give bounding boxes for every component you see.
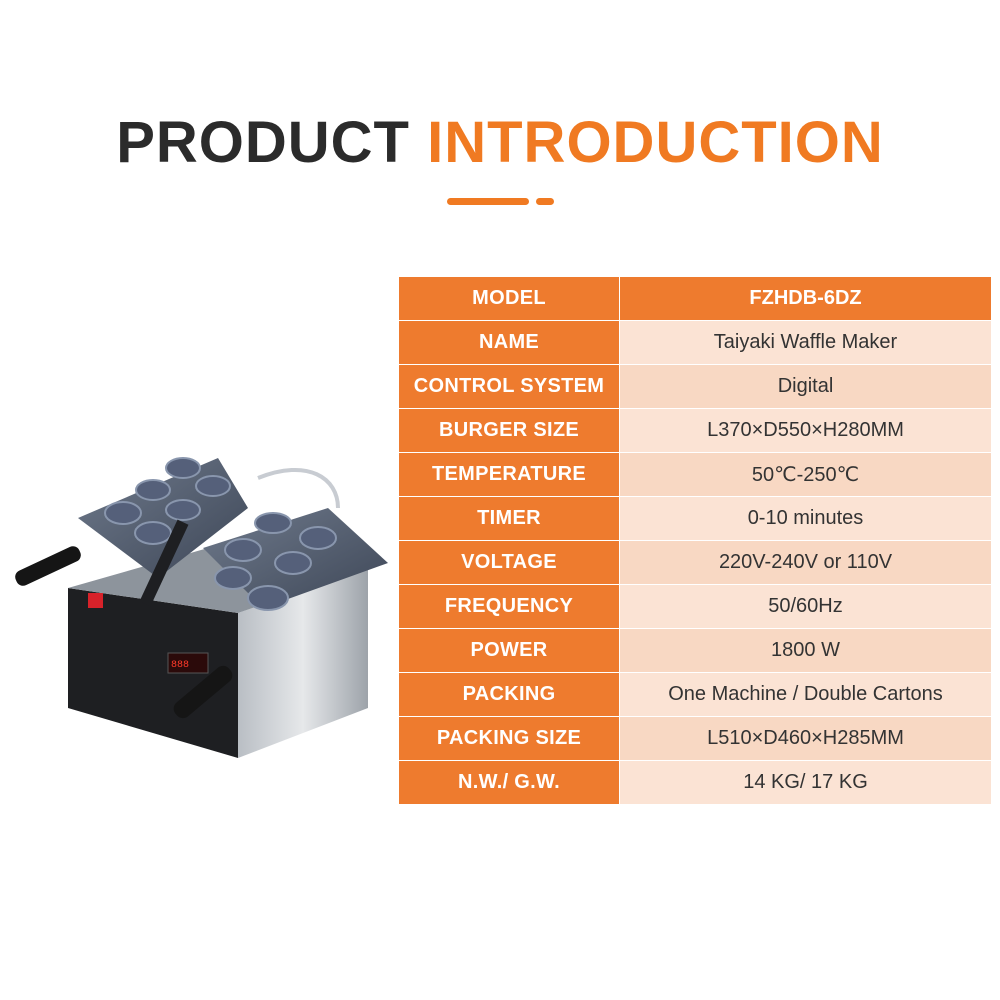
spec-label: NAME [398,320,620,365]
spec-label: CONTROL SYSTEM [398,364,620,409]
spec-label: PACKING [398,672,620,717]
spec-value: One Machine / Double Cartons [619,672,992,717]
spec-value: Taiyaki Waffle Maker [619,320,992,365]
spec-value: 50℃-250℃ [619,452,992,497]
spec-value: 0-10 minutes [619,496,992,541]
spec-label: POWER [398,628,620,673]
spec-label: TEMPERATURE [398,452,620,497]
spec-value: 220V-240V or 110V [619,540,992,585]
spec-label: MODEL [398,276,620,321]
spec-value: L510×D460×H285MM [619,716,992,761]
spec-value: L370×D550×H280MM [619,408,992,453]
spec-label: N.W./ G.W. [398,760,620,805]
spec-row: N.W./ G.W.14 KG/ 17 KG [398,760,992,805]
title-word-product: PRODUCT [116,110,410,175]
title-underline-long [447,198,529,205]
svg-text:888: 888 [171,660,189,671]
spec-value: Digital [619,364,992,409]
spec-label: BURGER SIZE [398,408,620,453]
waffle-maker-image: 888 [15,457,388,758]
title-word-introduction: INTRODUCTION [427,110,884,175]
spec-label: VOLTAGE [398,540,620,585]
title-underline-short [536,198,554,205]
spec-value: 14 KG/ 17 KG [619,760,992,805]
spec-value: 1800 W [619,628,992,673]
spec-label: TIMER [398,496,620,541]
page-title: PRODUCT INTRODUCTION [0,108,1000,178]
spec-value: FZHDB-6DZ [619,276,992,321]
spec-value: 50/60Hz [619,584,992,629]
spec-label: FREQUENCY [398,584,620,629]
spec-label: PACKING SIZE [398,716,620,761]
